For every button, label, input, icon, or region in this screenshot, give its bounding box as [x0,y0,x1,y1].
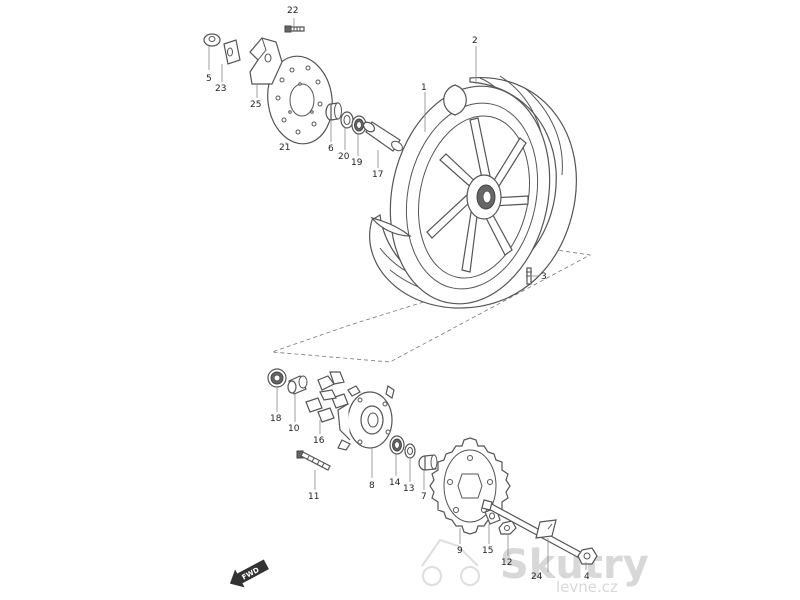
callout-7: 7 [421,492,427,502]
axle-nut [577,547,598,565]
forward-arrow-icon: FWD [229,559,269,588]
callout-6: 6 [328,144,334,154]
callout-13: 13 [403,484,414,494]
bearing-19 [351,115,367,135]
callout-21: 21 [279,143,290,153]
disc-bolt [284,25,305,33]
wheel-hub [466,174,502,220]
callout-8: 8 [369,481,375,491]
caliper-bracket [249,37,283,85]
callout-22: 22 [287,6,298,16]
brake-disc [267,55,333,145]
callout-15: 15 [482,546,493,556]
callout-9: 9 [457,546,463,556]
oil-seal-20 [340,111,354,129]
fwd-label: FWD [241,566,261,582]
callout-2: 2 [472,36,478,46]
callout-23: 23 [215,84,226,94]
rear-wheel-assembly [369,75,577,309]
callout-11: 11 [308,492,319,502]
valve-stem [526,267,532,285]
callout-4: 4 [584,572,590,582]
bearing-14 [389,435,405,455]
callout-20: 20 [338,152,350,162]
leader-lines [208,18,587,572]
lock-plate [223,39,241,65]
watermark-domain: levne.cz [556,578,618,596]
spacer-tube [362,121,403,152]
assembly-outline [271,239,592,363]
collar-10 [287,375,308,395]
callout-24: 24 [531,572,543,582]
callout-5: 5 [206,74,212,84]
hub-bolt [296,450,331,471]
callout-labels: 1 2 3 4 5 6 7 8 9 10 11 12 13 14 15 16 1… [206,6,590,582]
sprocket-hub [337,385,395,451]
wheel-spokes [426,117,529,273]
oil-seal-13 [404,443,416,459]
damper-rubber-set [305,371,349,423]
callout-3: 3 [541,272,547,282]
callout-19: 19 [351,158,363,168]
callout-25: 25 [250,100,261,110]
collar-7 [418,454,438,471]
bearing-18 [267,368,287,388]
callout-18: 18 [270,414,282,424]
flange-nut [203,33,221,47]
callout-1: 1 [421,83,427,93]
callout-16: 16 [313,436,325,446]
callout-10: 10 [288,424,300,434]
callout-17: 17 [372,170,383,180]
callout-12: 12 [501,558,512,568]
watermark-scooter-logo [421,538,480,586]
collar-6 [325,102,342,121]
callout-14: 14 [389,478,401,488]
